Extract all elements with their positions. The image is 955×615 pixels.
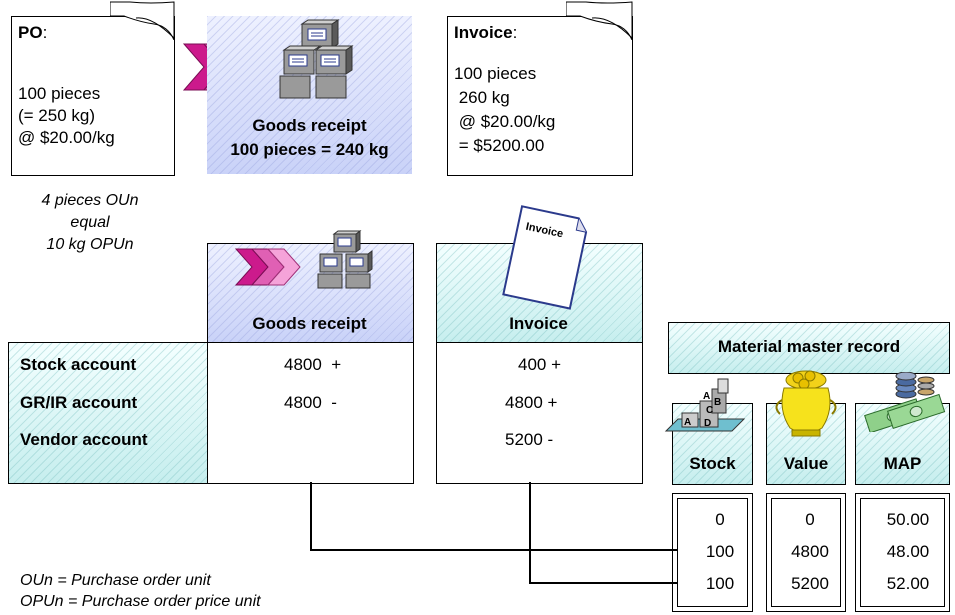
boxes-stack-icon: [317, 230, 373, 289]
invoice-page-fold-icon: [566, 1, 633, 40]
footnote-opun: OPUn = Purchase order price unit: [20, 593, 261, 610]
footnote-oun: OUn = Purchase order unit: [20, 572, 211, 589]
gr-column-header: [207, 243, 414, 343]
conversion-note-line: 4 pieces OUn: [41, 192, 139, 209]
conversion-note: 4 pieces OUn equal 10 kg OPUn: [20, 190, 160, 256]
po-line: @ $20.00/kg: [18, 128, 115, 147]
map-value-cell: 48.00: [886, 542, 930, 561]
abc-letter: D: [704, 418, 711, 429]
conversion-note-line: 10 kg OPUn: [46, 236, 134, 253]
account-labels-panel: [8, 342, 209, 484]
vendor-account-label: Vendor account: [20, 430, 148, 449]
gr-stock-value: 4800 +: [284, 355, 342, 374]
map-value-cell: 52.00: [886, 574, 930, 593]
invoice-doc-line: 100 pieces: [454, 64, 537, 83]
invoice-document: Invoice: 100 pieces 260 kg @ $20.00/kg =…: [447, 16, 633, 176]
mmr-value-title: Value: [783, 454, 829, 473]
boxes-stack-icon: [279, 19, 354, 99]
abc-letter: B: [714, 397, 721, 408]
mmr-stock-title: Stock: [689, 454, 736, 473]
invoice-to-mmr-connector: [529, 482, 677, 584]
abc-blocks-icon: A A B C D: [664, 378, 746, 432]
stock-account-label: Stock account: [20, 355, 137, 374]
goods-receipt-title: Goods receipt: [252, 116, 367, 135]
process-arrow-icon: [234, 248, 301, 286]
value-value-cell: 0: [805, 510, 815, 529]
mmr-value-values-inner: [771, 498, 841, 607]
value-value-cell: 5200: [791, 574, 829, 593]
invoice-doc-title: Invoice:: [454, 23, 518, 42]
po-document: PO: 100 pieces (= 250 kg) @ $20.00/kg: [11, 16, 175, 176]
value-value-cell: 4800: [791, 542, 829, 561]
invoice-grir-value: 4800 +: [505, 393, 558, 412]
po-title: PO:: [18, 23, 48, 42]
goods-receipt-quantity: 100 pieces = 240 kg: [230, 140, 389, 159]
invoice-doc-line: 260 kg: [454, 88, 510, 107]
gr-to-mmr-connector: [310, 482, 677, 551]
invoice-document-icon: Invoice: [502, 205, 588, 310]
invoice-values-panel: [436, 342, 643, 484]
mmr-map-values-inner: [860, 498, 945, 607]
po-line: (= 250 kg): [18, 106, 96, 125]
invoice-doc-line: @ $20.00/kg: [454, 112, 556, 131]
conversion-note-line: equal: [70, 214, 110, 231]
stock-value-cell: 100: [705, 542, 735, 561]
po-line: 100 pieces: [18, 84, 101, 103]
mmr-map-title: MAP: [883, 454, 922, 473]
stock-value-cell: 0: [715, 510, 725, 529]
money-bag-icon: [775, 370, 837, 437]
gr-grir-value: 4800 -: [284, 393, 337, 412]
invoice-stock-value: 400 +: [518, 355, 562, 374]
cash-coins-icon: [864, 372, 946, 432]
invoice-column-title: Invoice: [509, 314, 568, 333]
stock-value-cell: 100: [705, 574, 735, 593]
po-page-fold-icon: [110, 1, 175, 40]
gr-values-panel: [207, 342, 414, 484]
mmr-stock-values-inner: [677, 498, 748, 607]
abc-letter: C: [706, 405, 713, 416]
material-master-title: Material master record: [717, 337, 901, 356]
gr-ir-account-label: GR/IR account: [20, 393, 138, 412]
invoice-vendor-value: 5200 -: [505, 430, 554, 449]
gr-column-title: Goods receipt: [252, 314, 367, 333]
abc-letter: A: [684, 417, 691, 428]
map-value-cell: 50.00: [886, 510, 930, 529]
invoice-doc-line: = $5200.00: [454, 136, 545, 155]
abc-letter: A: [703, 391, 710, 402]
